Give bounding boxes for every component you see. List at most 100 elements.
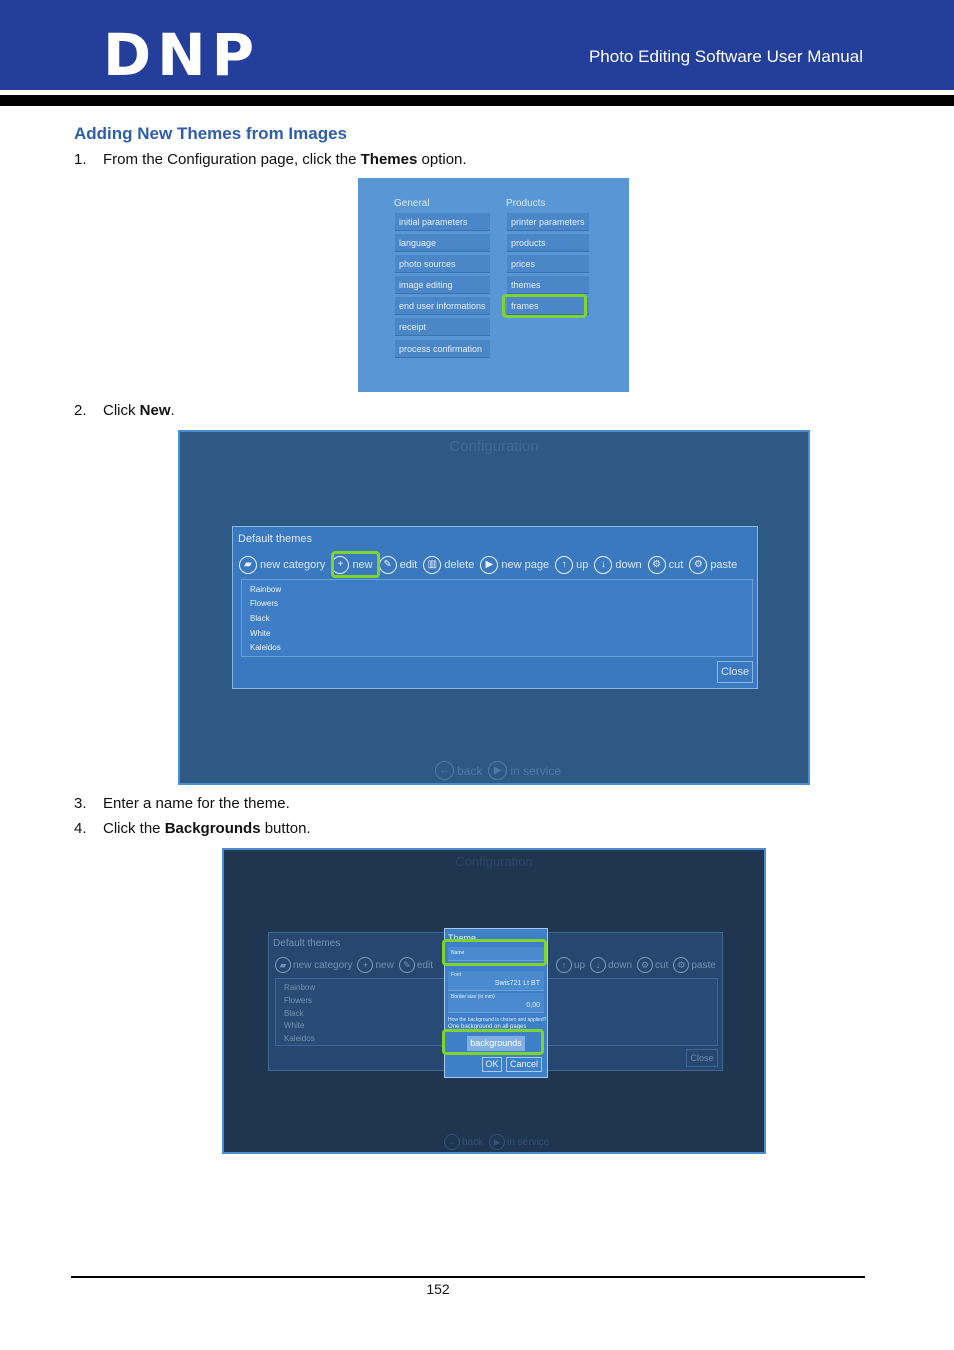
- pencil-icon: ✎: [398, 957, 415, 973]
- paste-button[interactable]: ⚙paste: [673, 957, 716, 973]
- down-button[interactable]: ↓down: [590, 957, 632, 973]
- background-question: How the background is chosen and applied…: [448, 1017, 547, 1023]
- down-button[interactable]: ↓down: [594, 556, 642, 574]
- configuration-header: Configuration: [449, 438, 539, 455]
- cut-button[interactable]: ⚙cut: [637, 957, 668, 973]
- menu-photo-sources[interactable]: photo sources: [395, 255, 490, 273]
- folder-icon: ▰: [275, 957, 291, 973]
- trash-icon: ▥: [423, 556, 442, 574]
- edit-button[interactable]: ✎edit: [398, 957, 433, 973]
- menu-process-confirmation[interactable]: process confirmation: [395, 340, 490, 358]
- menu-image-editing[interactable]: image editing: [395, 276, 490, 294]
- new-page-button[interactable]: ▶new page: [480, 556, 549, 574]
- toolbar-left: ▰new category +new ✎edit: [275, 957, 438, 973]
- gear-icon: ⚙: [673, 957, 690, 973]
- plus-icon: +: [357, 957, 374, 973]
- products-heading: Products: [506, 198, 546, 209]
- menu-receipt[interactable]: receipt: [395, 318, 490, 336]
- play-icon: ▶: [480, 556, 499, 574]
- header-band: DNP Photo Editing Software User Manual: [0, 0, 954, 90]
- new-button[interactable]: +new: [357, 957, 394, 973]
- list-item[interactable]: Rainbow: [250, 585, 282, 594]
- close-button[interactable]: Close: [717, 661, 753, 683]
- list-item[interactable]: Flowers: [250, 599, 279, 608]
- gear-icon: ⚙: [637, 957, 654, 973]
- panel-title: Default themes: [238, 533, 312, 545]
- ok-button[interactable]: OK: [482, 1057, 502, 1072]
- menu-frames[interactable]: frames: [507, 297, 589, 315]
- list-item[interactable]: White: [284, 1021, 305, 1030]
- screenshot-default-themes: Configuration Default themes ▰new catego…: [178, 430, 810, 785]
- bottom-nav: ←back ▶in service: [435, 761, 561, 780]
- backgrounds-button[interactable]: backgrounds: [467, 1036, 525, 1051]
- toolbar: ▰new category +new ✎edit ▥delete ▶new pa…: [239, 554, 743, 576]
- font-label: Font: [451, 972, 462, 978]
- step-4: 4.Click the Backgrounds button.: [74, 820, 311, 837]
- name-label: Name: [451, 950, 465, 956]
- list-item[interactable]: Rainbow: [284, 983, 316, 992]
- back-arrow-icon: ←: [435, 761, 454, 780]
- list-item[interactable]: Black: [250, 614, 270, 623]
- menu-end-user-informations[interactable]: end user informations: [395, 297, 490, 315]
- font-value: Swis721 Lt BT: [494, 980, 540, 987]
- screenshot-theme-dialog: Configuration Default themes ▰new catego…: [222, 848, 766, 1154]
- menu-products[interactable]: products: [507, 234, 589, 252]
- cancel-button[interactable]: Cancel: [506, 1057, 542, 1072]
- arrow-down-icon: ↓: [594, 556, 613, 574]
- arrow-up-icon: ↑: [556, 957, 572, 973]
- menu-printer-parameters[interactable]: printer parameters: [507, 213, 589, 231]
- menu-initial-parameters[interactable]: initial parameters: [395, 213, 490, 231]
- up-button[interactable]: ↑up: [555, 556, 588, 574]
- new-category-button[interactable]: ▰new category: [275, 957, 352, 973]
- cut-button[interactable]: ⚙cut: [647, 556, 683, 574]
- list-item[interactable]: Flowers: [284, 996, 313, 1005]
- in-service-button[interactable]: in service: [510, 763, 562, 778]
- step-3: 3.Enter a name for the theme.: [74, 795, 290, 812]
- delete-button[interactable]: ▥delete: [423, 556, 474, 574]
- pencil-icon: ✎: [378, 556, 397, 574]
- section-title: Adding New Themes from Images: [74, 124, 347, 143]
- list-item[interactable]: White: [250, 629, 271, 638]
- background-option[interactable]: One background on all pages: [448, 1024, 527, 1030]
- back-button[interactable]: back: [462, 1136, 484, 1148]
- highlight-name-field: [442, 939, 547, 966]
- configuration-header: Configuration: [455, 854, 533, 869]
- page-number: 152: [426, 1281, 450, 1297]
- panel-title: Default themes: [273, 938, 341, 949]
- highlight-frame: [502, 294, 587, 318]
- menu-themes[interactable]: themes: [507, 276, 589, 294]
- name-field[interactable]: Name: [448, 947, 544, 961]
- border-size-field[interactable]: Border size (in mm) 0,00: [448, 993, 544, 1013]
- back-arrow-icon: ←: [444, 1134, 460, 1150]
- manual-title: Photo Editing Software User Manual: [588, 47, 863, 66]
- border-size-value: 0,00: [526, 1002, 540, 1009]
- list-item[interactable]: Kaleidos: [284, 1034, 315, 1043]
- close-button[interactable]: Close: [686, 1049, 718, 1067]
- list-item[interactable]: Kaleidos: [250, 643, 281, 652]
- arrow-up-icon: ↑: [555, 556, 574, 574]
- menu-prices[interactable]: prices: [507, 255, 589, 273]
- default-themes-panel: Default themes ▰new category +new ✎edit …: [232, 526, 758, 689]
- play-icon: ▶: [488, 761, 508, 780]
- new-category-button[interactable]: ▰new category: [239, 556, 325, 574]
- menu-language[interactable]: language: [395, 234, 490, 252]
- font-field[interactable]: Font Swis721 Lt BT: [448, 971, 544, 991]
- back-button[interactable]: back: [457, 763, 483, 778]
- highlight-backgrounds: [442, 1029, 544, 1055]
- arrow-down-icon: ↓: [590, 957, 607, 973]
- paste-button[interactable]: ⚙paste: [689, 556, 737, 574]
- up-button[interactable]: ↑up: [556, 957, 585, 973]
- list-item[interactable]: Black: [284, 1009, 304, 1018]
- edit-button[interactable]: ✎edit: [378, 556, 417, 574]
- step-1: 1.From the Configuration page, click the…: [74, 151, 467, 168]
- dialog-title: Theme: [448, 933, 477, 943]
- in-service-button[interactable]: in service: [507, 1136, 550, 1148]
- gear-icon: ⚙: [647, 556, 666, 574]
- folder-icon: ▰: [239, 556, 257, 574]
- step-2: 2.Click New.: [74, 402, 175, 419]
- bottom-nav: ←back ▶in service: [444, 1134, 549, 1150]
- general-heading: General: [394, 198, 430, 209]
- header-rule: [0, 95, 954, 106]
- highlight-new: [331, 551, 380, 578]
- toolbar-right: ↑up ↓down ⚙cut ⚙paste: [556, 957, 721, 973]
